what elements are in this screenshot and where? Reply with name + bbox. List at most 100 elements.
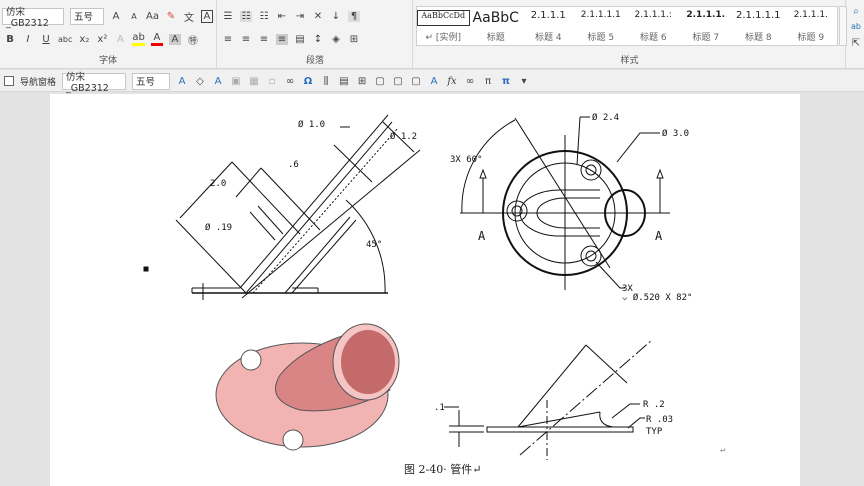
- font-size-value: 五号: [74, 12, 94, 23]
- style-icon[interactable]: A: [430, 75, 438, 87]
- chinese-layout-icon[interactable]: ✕: [313, 10, 323, 22]
- style-item[interactable]: 2.1.1.1. 标题 9: [785, 7, 838, 45]
- infinity-icon[interactable]: ∞: [465, 75, 475, 87]
- style-item[interactable]: 2.1.1.1.:标题 6: [627, 7, 680, 45]
- text-effect-icon[interactable]: A: [116, 33, 124, 45]
- pi-blue-icon[interactable]: π: [502, 75, 510, 87]
- table-icon[interactable]: ▤: [339, 75, 349, 87]
- quick-toolbar: 导航窗格 仿宋_GB2312 五号 A ◇ A ▣ ▦ ▫ ∞ Ω ⫼ ▤ ⊞ …: [0, 70, 864, 94]
- multilevel-list-icon[interactable]: ☷: [259, 10, 269, 22]
- style-name: 标题 7: [692, 33, 720, 43]
- style-preview: AaBbCcDd: [417, 10, 470, 26]
- align-center-icon[interactable]: ≡: [241, 33, 251, 45]
- find-icon[interactable]: ⌕: [853, 6, 859, 17]
- paragraph-group: ☰ ☷ ☷ ⇤ ⇥ ✕ ↓ ¶ ≡ ≡ ≡ ≡ ▤ ↕ ◈ ⊞ 段落: [218, 0, 413, 69]
- nav-pane-checkbox[interactable]: [4, 76, 14, 86]
- increase-indent-icon[interactable]: ⇥: [295, 10, 305, 22]
- highlight-icon[interactable]: ab: [132, 32, 145, 46]
- picture-icon[interactable]: ▣: [231, 75, 241, 87]
- shading-icon[interactable]: ◈: [332, 33, 340, 45]
- numbering-icon[interactable]: ☷: [240, 10, 252, 22]
- styles-scroll[interactable]: [839, 6, 847, 46]
- font-size-select[interactable]: 五号: [70, 7, 104, 25]
- distributed-icon[interactable]: ▤: [295, 33, 305, 45]
- format-icon[interactable]: ▢: [411, 75, 421, 87]
- spell-icon[interactable]: A: [178, 75, 186, 87]
- line-spacing-icon[interactable]: ↕: [313, 33, 323, 45]
- textbox-icon[interactable]: A: [214, 75, 222, 87]
- section-label-right: A: [655, 229, 663, 243]
- field-icon[interactable]: ▢: [375, 75, 385, 87]
- omega-icon[interactable]: Ω: [303, 75, 313, 87]
- bullets-icon[interactable]: ☰: [223, 10, 233, 22]
- font-group-label: 字体: [98, 56, 117, 66]
- style-name: 标题 5: [587, 33, 615, 43]
- dim-d12: Ø 1.2: [390, 131, 417, 142]
- link-icon[interactable]: ∞: [285, 75, 295, 87]
- font-size-select-2[interactable]: 五号: [132, 72, 171, 90]
- shrink-font-button[interactable]: A: [131, 11, 137, 21]
- replace-icon[interactable]: ab: [851, 22, 861, 31]
- strikethrough-button[interactable]: abc: [58, 34, 73, 44]
- side-view-labels: Ø 1.0 Ø 1.2 2.0 .6 Ø .19 45°: [205, 119, 417, 250]
- section-view: [444, 339, 653, 460]
- select-icon[interactable]: ⇱: [851, 38, 861, 49]
- align-right-icon[interactable]: ≡: [259, 33, 269, 45]
- chart-icon[interactable]: ▦: [249, 75, 259, 87]
- nav-pane-label: 导航窗格: [20, 77, 57, 88]
- sort-icon[interactable]: ↓: [331, 10, 341, 22]
- show-marks-icon[interactable]: ¶: [348, 10, 360, 22]
- style-item[interactable]: AaBbCcDd↵ [实例]: [417, 7, 470, 45]
- shapes-icon[interactable]: ◇: [196, 75, 204, 87]
- change-case-button[interactable]: Aa: [146, 10, 159, 22]
- justify-icon[interactable]: ≡: [276, 33, 288, 45]
- formula-icon[interactable]: fx: [447, 75, 457, 87]
- subscript-button[interactable]: x₂: [79, 33, 90, 45]
- clear-format-icon[interactable]: ✎: [166, 10, 176, 22]
- borders-icon[interactable]: ⊞: [349, 33, 359, 45]
- dim-d1: Ø 1.0: [298, 119, 325, 130]
- page-icon[interactable]: ▢: [393, 75, 403, 87]
- font-color-icon[interactable]: A: [150, 32, 163, 46]
- font-name-select[interactable]: 仿宋_GB2312: [2, 7, 64, 29]
- dim-d30: Ø 3.0: [662, 128, 689, 139]
- dim-len: 2.0: [210, 179, 226, 189]
- symbol-small-icon[interactable]: ▫: [268, 75, 276, 87]
- char-border-icon[interactable]: A: [200, 9, 213, 23]
- anchor-mark: [143, 266, 149, 272]
- style-name: 标题 8: [744, 33, 772, 43]
- dim-d24: Ø 2.4: [592, 112, 619, 123]
- underline-button[interactable]: U: [42, 33, 50, 45]
- italic-button[interactable]: I: [26, 33, 30, 45]
- dim-60: 3X 60°: [450, 155, 483, 165]
- font-size-value: 五号: [136, 77, 156, 88]
- pi-icon[interactable]: π: [485, 75, 492, 87]
- enclose-char-icon[interactable]: ㊕: [187, 35, 198, 47]
- customize-toolbar-icon[interactable]: ▾: [521, 75, 527, 87]
- holes-spec: ⌵ Ø.520 X 82°: [622, 292, 692, 303]
- side-view: [143, 114, 421, 300]
- columns-icon[interactable]: ⫼: [323, 75, 329, 87]
- bold-button[interactable]: B: [6, 33, 14, 45]
- style-preview: 2.1.1.1.: [686, 10, 726, 20]
- style-preview: 2.1.1.1.: [793, 10, 828, 20]
- decrease-indent-icon[interactable]: ⇤: [277, 10, 287, 22]
- border-icon[interactable]: ⊞: [357, 75, 367, 87]
- style-item[interactable]: 2.1.1.1. 标题 7: [680, 7, 733, 45]
- section-view-labels: .1 R .2 R .03 TYP ↵: [434, 400, 725, 455]
- dim-hole: Ø .19: [205, 222, 232, 233]
- grow-font-button[interactable]: A: [112, 10, 120, 22]
- align-left-icon[interactable]: ≡: [223, 33, 233, 45]
- char-shading-icon[interactable]: A: [168, 33, 181, 45]
- technical-drawing: Ø 1.0 Ø 1.2 2.0 .6 Ø .19 45° Ø 2.4 Ø 3.0…: [143, 112, 725, 460]
- superscript-button[interactable]: x²: [97, 33, 108, 45]
- style-name: 标题 9: [797, 33, 825, 43]
- phonetic-guide-icon[interactable]: 文: [183, 12, 194, 24]
- paragraph-mark: ↵: [720, 445, 725, 455]
- font-name-select-2[interactable]: 仿宋_GB2312: [62, 72, 127, 94]
- document-page[interactable]: Ø 1.0 Ø 1.2 2.0 .6 Ø .19 45° Ø 2.4 Ø 3.0…: [50, 94, 800, 486]
